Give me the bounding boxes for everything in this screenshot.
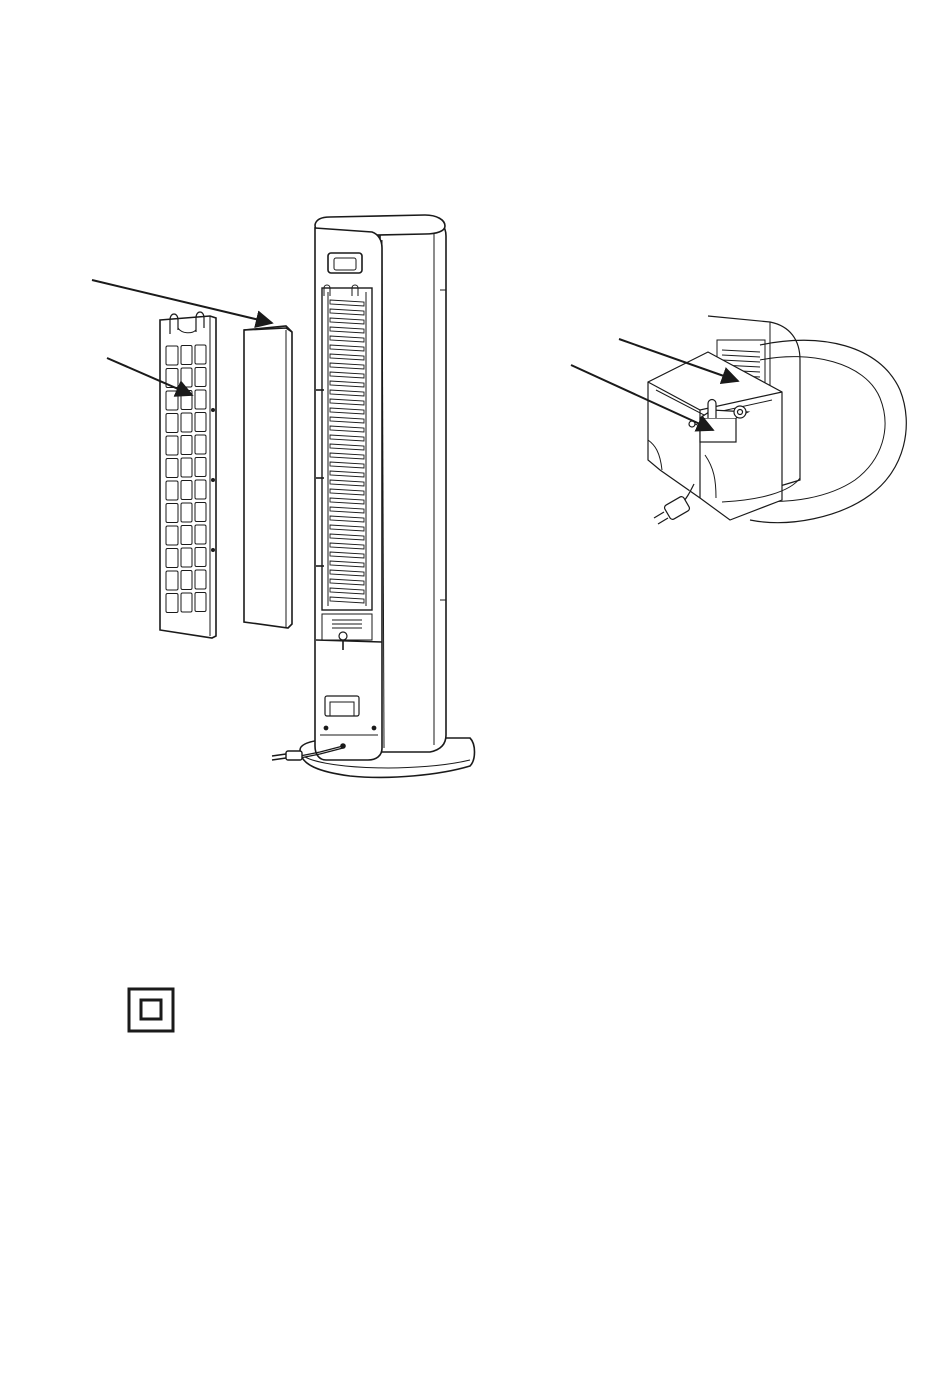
water-tank-detail (648, 316, 906, 523)
filter-pad (244, 326, 292, 628)
tower-fan-body (300, 215, 475, 777)
arrow-filter-pad (92, 280, 272, 323)
filter-frame (160, 312, 216, 638)
double-square-icon (127, 987, 175, 1033)
